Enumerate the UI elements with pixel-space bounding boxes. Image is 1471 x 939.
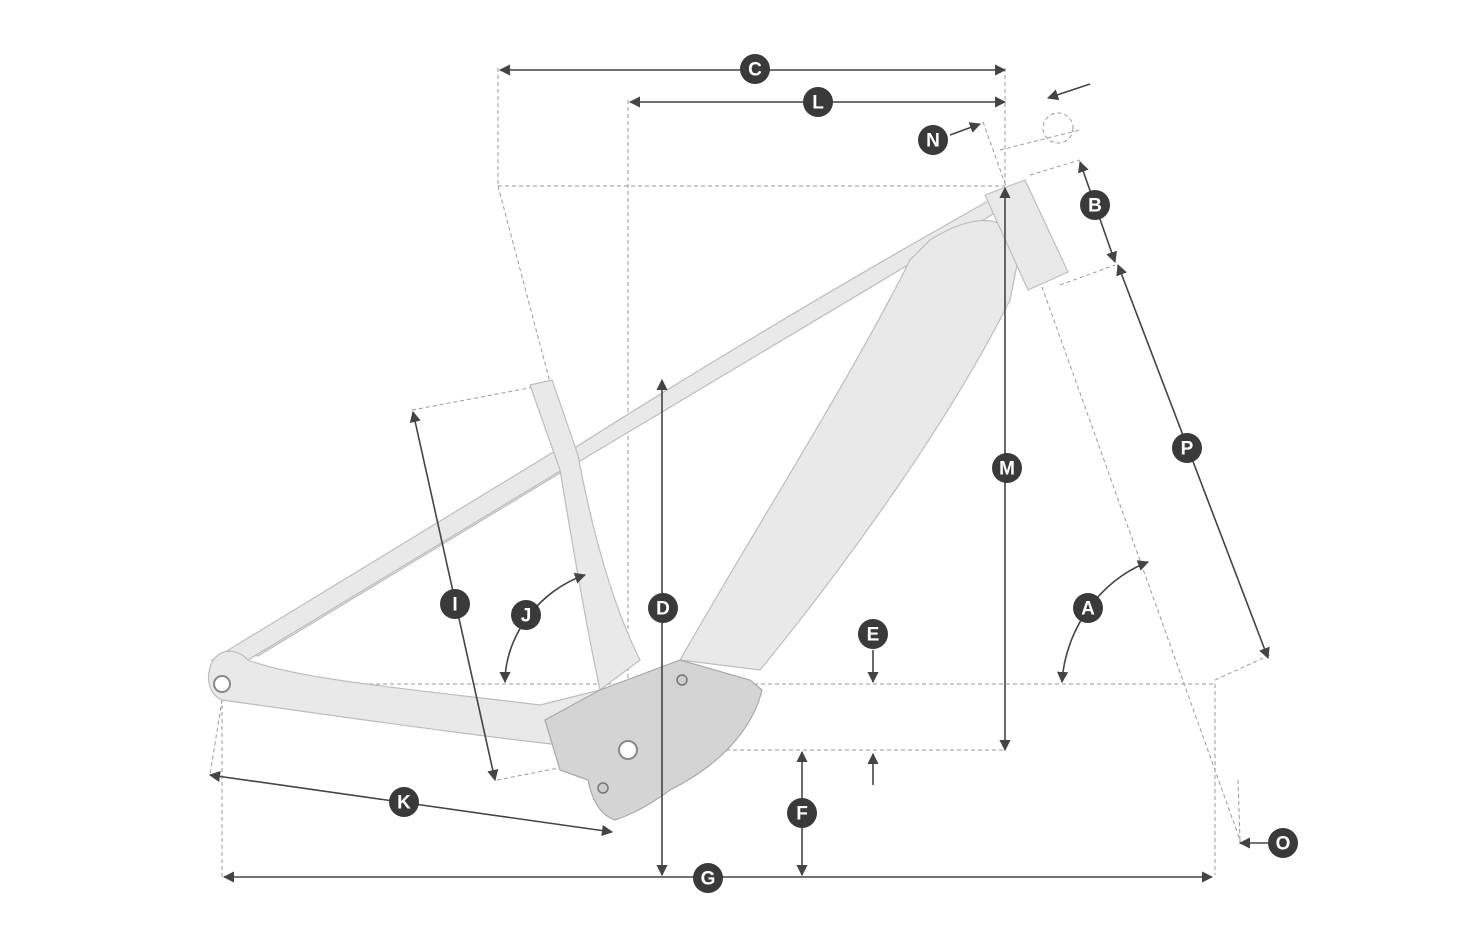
label-badge-i: I	[440, 589, 470, 619]
bike-frame	[207, 179, 1069, 821]
label-badge-a: A	[1073, 593, 1103, 623]
label-badge-n: N	[918, 125, 948, 155]
label-g: G	[701, 869, 716, 890]
label-p: P	[1181, 439, 1194, 460]
label-o: O	[1276, 834, 1291, 855]
label-e: E	[867, 625, 880, 646]
label-badge-l: L	[803, 87, 833, 117]
label-n: N	[926, 131, 940, 152]
label-badge-b: B	[1080, 190, 1110, 220]
label-l: L	[812, 93, 824, 114]
label-badge-o: O	[1268, 828, 1298, 858]
label-b: B	[1088, 196, 1102, 217]
label-badge-p: P	[1172, 433, 1202, 463]
label-f: F	[796, 804, 808, 825]
label-i: I	[452, 595, 457, 616]
label-k: K	[397, 793, 411, 814]
seat-stay	[209, 447, 571, 661]
label-badge-g: G	[693, 863, 723, 893]
label-badge-k: K	[389, 787, 419, 817]
bolt-icon	[597, 782, 609, 794]
label-j: J	[521, 606, 532, 627]
guide-lines	[209, 68, 1271, 878]
motor-housing	[544, 659, 763, 821]
label-badge-m: M	[992, 453, 1022, 483]
seat-tube	[529, 379, 641, 692]
dim-a	[1056, 560, 1150, 684]
label-badges: C L N B M P A E D I J K F G O	[389, 54, 1298, 893]
label-badge-f: F	[787, 798, 817, 828]
label-d: D	[656, 599, 670, 620]
label-badge-e: E	[858, 619, 888, 649]
label-m: M	[999, 459, 1015, 480]
bolt-icon	[676, 674, 688, 686]
dim-n-top	[1046, 83, 1091, 101]
label-badge-j: J	[511, 600, 541, 630]
rear-axle-icon	[213, 675, 231, 693]
label-badge-d: D	[648, 593, 678, 623]
bottom-bracket-icon	[618, 740, 638, 760]
label-c: C	[748, 60, 762, 81]
label-badge-c: C	[740, 54, 770, 84]
dim-j	[499, 572, 587, 684]
label-a: A	[1081, 599, 1095, 620]
dim-n	[949, 122, 982, 136]
